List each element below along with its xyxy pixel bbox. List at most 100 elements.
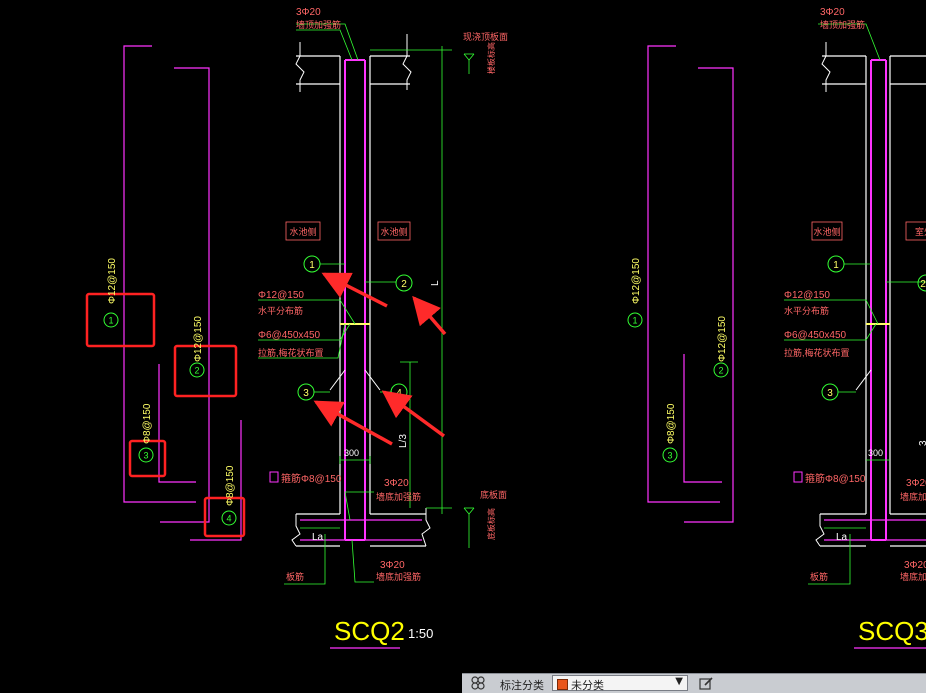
svg-text:Φ8@150: Φ8@150 xyxy=(666,403,677,444)
scq2-slab-note: 板筋 xyxy=(286,571,304,582)
scq3-side-right: 室外 xyxy=(915,226,926,237)
scq2-top-level-tag: 楼板标高 xyxy=(486,42,496,74)
annotation-category-label: 标注分类 xyxy=(500,679,544,692)
bar-mark-2: 2 Φ12@150 xyxy=(189,316,205,378)
annotation-arrow-2 xyxy=(412,295,447,336)
scq3-title: SCQ3 xyxy=(858,616,926,646)
section-scq2: 3Φ20 墙顶加强筋 现浇顶板面 楼板标高 水池侧 水池侧 Φ12@150 水平… xyxy=(258,7,508,649)
scq3-anchor: La xyxy=(836,532,848,543)
svg-text:Φ12@150: Φ12@150 xyxy=(717,316,728,362)
svg-text:Φ12@150: Φ12@150 xyxy=(631,258,642,304)
scq3-bottom-note: 墙底加强筋 xyxy=(900,491,926,502)
scq3-bottom-bar: 3Φ20 xyxy=(906,478,926,489)
chevron-down-icon: ▼ xyxy=(675,676,683,687)
scq3-bottom-note2: 墙底加强筋 xyxy=(900,571,926,582)
highlight-box-2 xyxy=(173,344,238,398)
scq3-bar-mark-1: 1 Φ12@150 xyxy=(627,258,643,328)
scq3-slab-note: 板筋 xyxy=(810,571,828,582)
bar-mark-1: 1 Φ12@150 xyxy=(103,258,119,328)
scq3-bar-mark-2: 2 Φ12@150 xyxy=(713,316,729,378)
bar-schedule-scq3: 1 Φ12@150 2 Φ12@150 3 Φ8@150 xyxy=(627,45,734,523)
bar-mark-4: 4 Φ8@150 xyxy=(221,465,237,526)
scq2-marker-3: 3 xyxy=(297,383,315,401)
svg-text:1: 1 xyxy=(632,316,637,326)
bar-shape-3 xyxy=(158,364,196,483)
scq2-tie-bar: Φ6@450x450 xyxy=(258,330,320,341)
scq2-bottom-note2: 墙底加强筋 xyxy=(376,571,421,582)
scq2-marker-2: 2 xyxy=(395,274,413,292)
scq2-top-bar: 3Φ20 xyxy=(296,7,321,18)
bar-mark-3-label: Φ8@150 xyxy=(142,403,153,444)
scq2-tie-note: 拉筋,梅花状布置 xyxy=(258,347,324,358)
scq3-stirrup: 箍筋Φ8@150 xyxy=(805,472,866,485)
scq3-marker-1: 1 xyxy=(827,255,845,273)
scq3-bar-mark-3: 3 Φ8@150 xyxy=(662,403,678,463)
bar-mark-2-label: Φ12@150 xyxy=(193,316,204,362)
svg-text:1: 1 xyxy=(833,260,839,271)
highlight-box-4 xyxy=(203,496,246,538)
svg-text:2: 2 xyxy=(401,279,407,290)
scq3-tie-note: 拉筋,梅花状布置 xyxy=(784,347,850,358)
scq2-stirrup: 箍筋Φ8@150 xyxy=(281,472,342,485)
scq3-tie-bar: Φ6@450x450 xyxy=(784,330,846,341)
scq3-horiz-note: 水平分布筋 xyxy=(784,305,829,316)
highlight-box-1 xyxy=(85,292,156,348)
scq2-third-dim: L/3 xyxy=(398,434,409,448)
svg-text:3: 3 xyxy=(827,388,833,399)
annotation-category-select[interactable]: 未分类 ▼ xyxy=(552,675,688,692)
bar-shape-1 xyxy=(123,45,196,503)
bar-shape-4 xyxy=(190,420,242,541)
scq2-scale: 1:50 xyxy=(408,626,433,641)
bar-schedule-scq2: 1 Φ12@150 2 Φ12@150 3 Φ8@150 4 Φ8@150 xyxy=(85,45,246,541)
scq3-horiz-bar: Φ12@150 xyxy=(784,290,830,301)
svg-text:3: 3 xyxy=(667,451,672,461)
scq2-bottom-bar2: 3Φ20 xyxy=(380,560,405,571)
svg-text:1: 1 xyxy=(309,260,315,271)
scq3-third-dim: 3 xyxy=(918,440,926,446)
scq2-top-bar-note: 墙顶加强筋 xyxy=(296,19,341,30)
scq2-top-level: 现浇顶板面 xyxy=(463,31,508,42)
bar-mark-3-number: 3 xyxy=(143,451,148,461)
scq2-bottom-bar: 3Φ20 xyxy=(384,478,409,489)
scq2-bottom-level: 底板面 xyxy=(480,489,507,500)
scq3-width-dim: 300 xyxy=(868,448,883,458)
annotation-arrow-3 xyxy=(313,400,393,446)
bar-shape-2 xyxy=(160,67,210,523)
scq2-height-dim: L xyxy=(430,280,441,286)
scq3-bottom-bar2: 3Φ20 xyxy=(904,560,926,571)
scq2-horiz-note: 水平分布筋 xyxy=(258,305,303,316)
scq2-bottom-note: 墙底加强筋 xyxy=(376,491,421,502)
annotation-arrow-4 xyxy=(381,390,446,438)
svg-text:4: 4 xyxy=(396,388,402,399)
scq2-anchor: La xyxy=(312,532,324,543)
scq3-top-bar-note: 墙顶加强筋 xyxy=(820,19,865,30)
annotation-arrow-1 xyxy=(321,272,388,308)
annotation-category-value: 未分类 xyxy=(571,679,604,692)
section-scq3: 3Φ20 墙顶加强筋 水池侧 室外 Φ12@150 水平分布筋 Φ6@450x4… xyxy=(784,7,926,649)
bar-mark-4-label: Φ8@150 xyxy=(225,465,236,506)
scq2-side-left: 水池侧 xyxy=(289,226,316,237)
bar-mark-3: 3 Φ8@150 xyxy=(138,403,154,463)
scq2-side-right: 水池侧 xyxy=(380,226,407,237)
edit-icon[interactable] xyxy=(698,676,714,690)
link-icon[interactable] xyxy=(470,676,486,690)
highlight-box-3 xyxy=(128,439,167,478)
annotation-toolbar: 标注分类 未分类 ▼ xyxy=(462,673,926,693)
scq3-side-left: 水池侧 xyxy=(813,226,840,237)
svg-text:3: 3 xyxy=(303,388,309,399)
bar-mark-1-number: 1 xyxy=(108,316,113,326)
scq2-bottom-level-tag: 底板标高 xyxy=(486,508,496,540)
bar-mark-4-number: 4 xyxy=(226,514,231,524)
scq2-horiz-bar: Φ12@150 xyxy=(258,290,304,301)
scq2-width-dim: 300 xyxy=(344,448,359,458)
scq2-title: SCQ2 xyxy=(334,616,405,646)
scq3-top-bar: 3Φ20 xyxy=(820,7,845,18)
svg-text:2: 2 xyxy=(718,366,723,376)
bar-mark-1-label: Φ12@150 xyxy=(107,258,118,304)
category-color-swatch xyxy=(557,679,568,690)
scq3-marker-3: 3 xyxy=(821,383,839,401)
bar-mark-2-number: 2 xyxy=(194,366,199,376)
svg-text:2: 2 xyxy=(920,279,926,290)
scq2-marker-1: 1 xyxy=(303,255,321,273)
